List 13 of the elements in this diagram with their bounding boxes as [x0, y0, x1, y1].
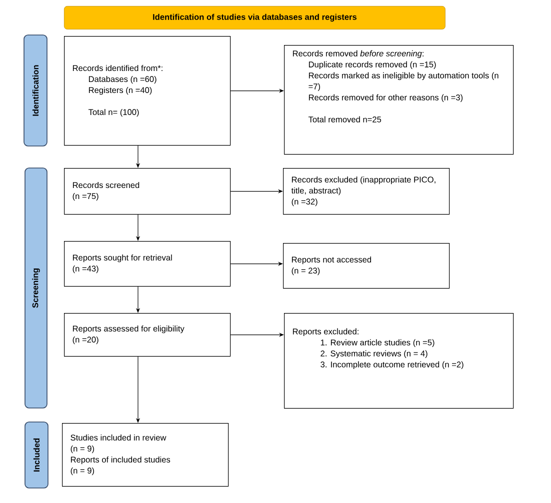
process-box: Reports not accessed (n = 23) — [283, 243, 450, 289]
process-box: Records excluded (inappropriate PICO, title, abstract) (n =32) — [283, 168, 450, 215]
phase-label-band: Included — [24, 422, 48, 488]
process-box: Studies included in review (n = 9) Reports of included studies (n = 9) — [62, 423, 229, 487]
process-box: Reports sought for retrieval (n =43) — [64, 241, 231, 287]
process-box: Reports excluded: 1. Review article studies (n =5) 2. Systematic reviews (n = 4) 3. Incomplete outcome retrieved (n =2) — [284, 313, 514, 409]
process-box: Records identified from*: Databases (n =60) Registers (n =40) Total n= (100) — [64, 36, 231, 146]
process-box: Records removed before screening: Duplicate records removed (n =15) Records marked as ineligible by automation tools (n =7) Records removed for other reasons (n =3) Total removed n=25 — [284, 45, 514, 155]
process-box: Records screened (n =75) — [64, 168, 231, 215]
phase-label-band: Identification — [24, 34, 48, 146]
process-box: Reports assessed for eligibility (n =20) — [64, 313, 231, 357]
phase-label-band: Screening — [24, 168, 48, 408]
section-header-band: Identification of studies via databases and registers — [64, 6, 446, 30]
